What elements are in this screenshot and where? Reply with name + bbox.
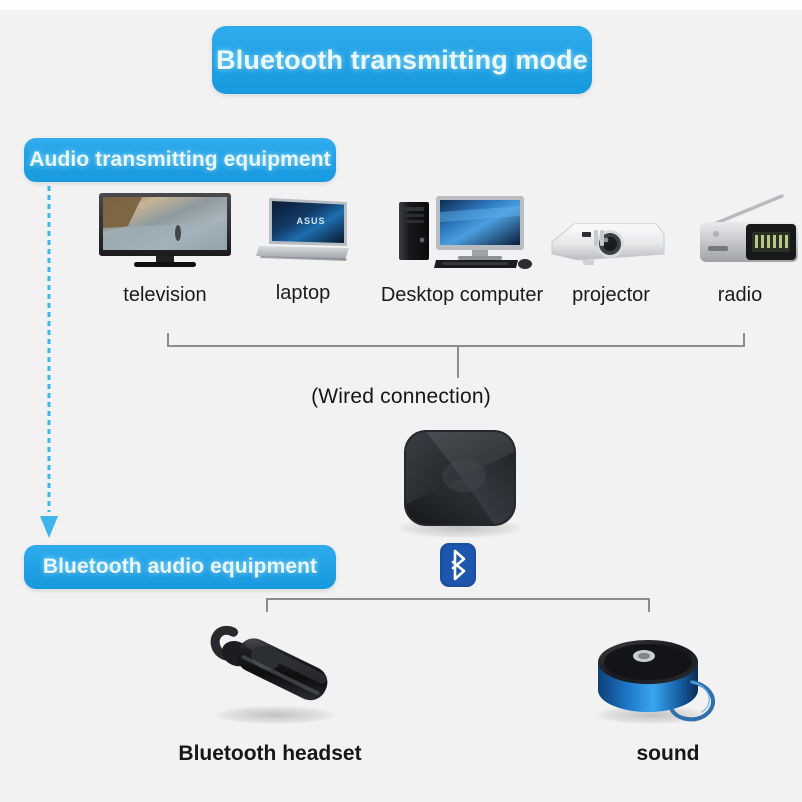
- television-icon: [99, 193, 231, 267]
- page-title-text: Bluetooth transmitting mode: [216, 44, 588, 75]
- device-label-desktop-computer-text: Desktop computer: [380, 284, 544, 306]
- speaker-shadow: [596, 706, 706, 724]
- page-title: Bluetooth transmitting mode: [212, 26, 592, 94]
- section-label-bluetooth-audio-text: Bluetooth audio equipment: [42, 555, 318, 578]
- wired-connection-bracket: [160, 330, 760, 382]
- section-label-audio-text: Audio transmitting equipment: [29, 148, 331, 171]
- projector-icon: [551, 223, 665, 265]
- device-label-radio-text: radio: [717, 284, 763, 306]
- device-label-projector: projector: [538, 284, 684, 307]
- device-label-radio: radio: [678, 284, 802, 307]
- section-label-audio-transmitting: Audio transmitting equipment: [24, 138, 336, 182]
- section-label-bluetooth-audio: Bluetooth audio equipment: [24, 545, 336, 589]
- desktop-computer-icon: [399, 196, 532, 269]
- radio-icon: [700, 194, 798, 262]
- bluetooth-logo-icon: [440, 543, 476, 587]
- bluetooth-adapter-device: [404, 430, 516, 526]
- bluetooth-headset-icon: [210, 626, 328, 701]
- device-label-television: television: [85, 284, 245, 307]
- laptop-icon: ASUS: [256, 198, 349, 261]
- bluetooth-devices-bracket: [260, 596, 656, 618]
- device-label-bluetooth-headset: Bluetooth headset: [110, 742, 430, 766]
- headset-shadow: [215, 706, 335, 724]
- device-label-sound: sound: [540, 742, 796, 766]
- device-label-laptop: laptop: [228, 282, 378, 305]
- wired-connection-note-text: (Wired connection): [311, 385, 491, 408]
- top-edge-strip: [0, 0, 802, 10]
- device-label-television-text: television: [123, 284, 207, 306]
- bluetooth-speaker-icon: [598, 640, 716, 722]
- wired-connection-note: (Wired connection): [0, 385, 802, 409]
- device-label-bluetooth-headset-text: Bluetooth headset: [178, 742, 362, 765]
- device-label-desktop-computer: Desktop computer: [365, 284, 559, 307]
- device-label-sound-text: sound: [636, 742, 700, 765]
- dashed-down-arrow-icon: [40, 186, 58, 538]
- svg-text:ASUS: ASUS: [296, 216, 325, 226]
- device-label-projector-text: projector: [572, 284, 650, 306]
- device-label-laptop-text: laptop: [275, 282, 331, 304]
